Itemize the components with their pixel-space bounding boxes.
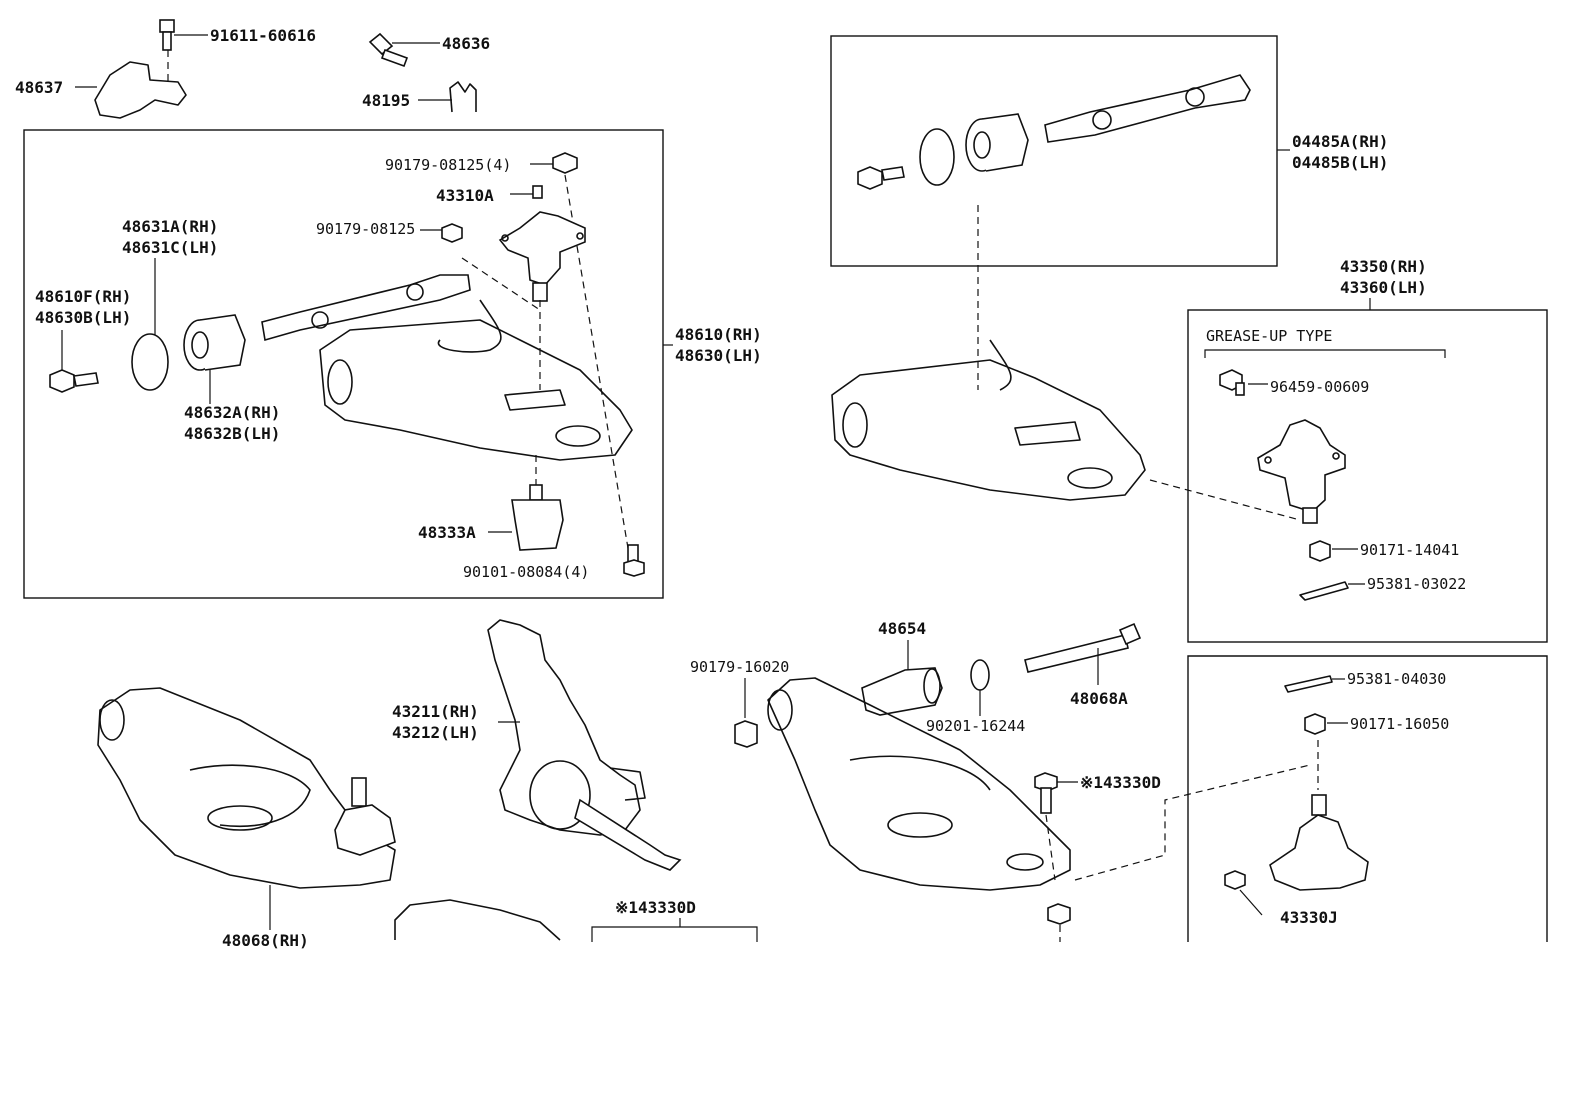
bolt-48636-icon bbox=[368, 32, 440, 68]
label-96459-00609: 96459-00609 bbox=[1270, 378, 1369, 396]
grease-fitting-43310A-icon bbox=[510, 185, 543, 199]
label-48631C: 48631C(LH) bbox=[122, 238, 218, 257]
bolt-48610F-icon bbox=[49, 369, 99, 393]
steering-knuckle-43211-icon bbox=[487, 619, 682, 871]
label-43212: 43212(LH) bbox=[392, 723, 479, 742]
label-48632B: 48632B(LH) bbox=[184, 424, 280, 443]
label-43211: 43211(RH) bbox=[392, 702, 479, 721]
label-48631A: 48631A(RH) bbox=[122, 217, 218, 236]
cotter-pin-95381-03022-icon bbox=[1299, 581, 1365, 601]
label-48333A: 48333A bbox=[418, 523, 476, 542]
lower-ball-joint-frame bbox=[1187, 655, 1548, 942]
label-48195: 48195 bbox=[362, 91, 410, 110]
shaft-48610-icon bbox=[261, 274, 471, 342]
label-90179-08125-4: 90179-08125(4) bbox=[385, 156, 511, 174]
label-90171-16050: 90171-16050 bbox=[1350, 715, 1449, 733]
label-90171-14041: 90171-14041 bbox=[1360, 541, 1459, 559]
label-04485B: 04485B(LH) bbox=[1292, 153, 1388, 172]
label-48654: 48654 bbox=[878, 619, 926, 638]
shaft-kit-frame bbox=[830, 35, 1278, 267]
bracket-grease-up bbox=[1204, 349, 1446, 358]
nut-90171-14041-icon bbox=[1309, 540, 1358, 562]
ball-joint-lower-icon bbox=[1269, 794, 1369, 891]
label-91611-60616: 91611-60616 bbox=[210, 26, 316, 45]
label-48610F: 48610F(RH) bbox=[35, 287, 131, 306]
nut-90179-16020-icon bbox=[734, 720, 758, 748]
ball-joint-lower-arm-icon bbox=[334, 777, 396, 856]
ball-joint-upper-icon bbox=[498, 211, 586, 302]
label-43360: 43360(LH) bbox=[1340, 278, 1427, 297]
label-43310A: 43310A bbox=[436, 186, 494, 205]
nut-90171-16050-icon bbox=[1304, 713, 1348, 790]
label-48630: 48630(LH) bbox=[675, 346, 762, 365]
label-48636: 48636 bbox=[442, 34, 490, 53]
bolt-48068A-icon bbox=[1024, 622, 1142, 685]
bolt-143330D-icon bbox=[1034, 772, 1078, 881]
bumper-48333A-icon bbox=[511, 484, 564, 551]
label-90179-08125: 90179-08125 bbox=[316, 220, 415, 238]
label-48610: 48610(RH) bbox=[675, 325, 762, 344]
nut-90179-single-icon bbox=[420, 223, 541, 311]
label-04485A: 04485A(RH) bbox=[1292, 132, 1388, 151]
label-90101-08084-4: 90101-08084(4) bbox=[463, 563, 589, 581]
label-48068RH: 48068(RH) bbox=[222, 931, 309, 950]
label-95381-04030: 95381-04030 bbox=[1347, 670, 1446, 688]
dash-arm-to-balljoint bbox=[1074, 764, 1311, 881]
ball-joint-kit-frame bbox=[1187, 309, 1548, 643]
label-90201-16244: 90201-16244 bbox=[926, 717, 1025, 735]
label-95381-03022: 95381-03022 bbox=[1367, 575, 1466, 593]
bolt-90101-icon bbox=[623, 544, 645, 577]
label-grease-up-type: GREASE-UP TYPE bbox=[1206, 327, 1332, 345]
bracket-143330D-bottom bbox=[591, 918, 758, 942]
grease-fitting-43330J-icon bbox=[1224, 870, 1263, 916]
lower-arm-48068-icon bbox=[97, 687, 396, 889]
bolt-91611-icon bbox=[159, 19, 208, 51]
bushing-48632-icon bbox=[183, 314, 246, 371]
label-48632A: 48632A(RH) bbox=[184, 403, 280, 422]
cotter-pin-95381-04030-icon bbox=[1284, 675, 1345, 693]
label-48630B: 48630B(LH) bbox=[35, 308, 131, 327]
label-143330D-bottom: ※143330D bbox=[615, 898, 696, 917]
upper-arm-48610-icon bbox=[319, 299, 633, 490]
grease-fitting-96459-icon bbox=[1219, 369, 1268, 396]
partial-part-bottom-icon bbox=[394, 899, 561, 941]
upper-arm-right-icon bbox=[831, 339, 1301, 521]
clip-48195-icon bbox=[418, 81, 477, 113]
ball-joint-43350-icon bbox=[1257, 419, 1346, 524]
bracket-48637-icon bbox=[75, 50, 187, 119]
nut-lower-right-icon bbox=[1047, 903, 1071, 942]
label-43350: 43350(RH) bbox=[1340, 257, 1427, 276]
label-43330J: 43330J bbox=[1280, 908, 1338, 927]
washer-48631-icon bbox=[131, 333, 169, 391]
shaft-kit-04485-icon bbox=[857, 74, 1251, 190]
label-143330D-right: ※143330D bbox=[1080, 773, 1161, 792]
label-90179-16020: 90179-16020 bbox=[690, 658, 789, 676]
washer-90201-icon bbox=[970, 659, 990, 716]
label-48637: 48637 bbox=[15, 78, 63, 97]
upper-arm-kit-frame bbox=[23, 129, 664, 599]
lower-arm-right-icon bbox=[767, 677, 1071, 891]
label-48068A: 48068A bbox=[1070, 689, 1128, 708]
bushing-48654-icon bbox=[861, 667, 943, 716]
